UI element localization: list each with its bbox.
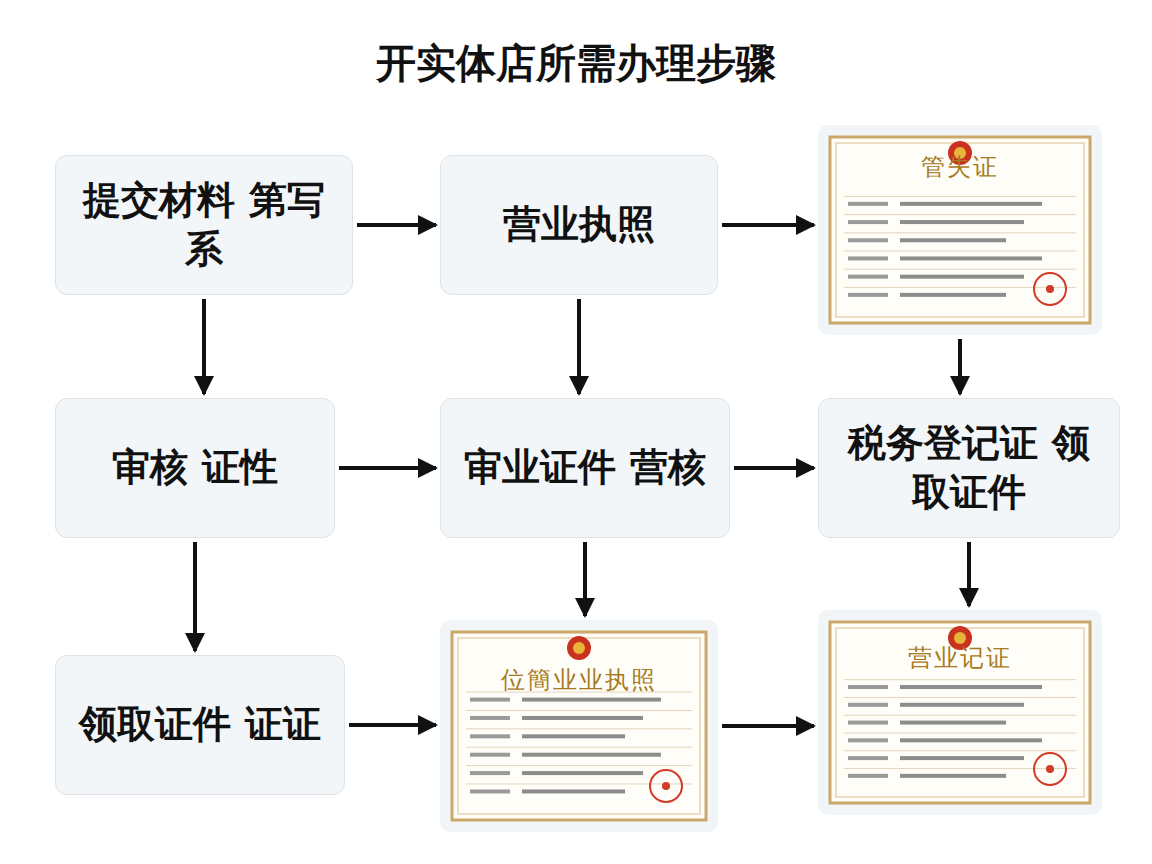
certificate-image: 营业记证 xyxy=(818,610,1102,815)
arrow-connector xyxy=(958,339,962,394)
certificate-image: 位簡业业执照 xyxy=(440,620,718,832)
certificate-heading: 营业记证 xyxy=(818,642,1102,674)
arrow-connector xyxy=(349,723,436,727)
arrow-connector xyxy=(722,724,814,728)
arrow-connector xyxy=(734,466,814,470)
box-label: 审核 证性 xyxy=(98,443,291,492)
process-box: 税务登记证 领取证件 xyxy=(818,398,1120,538)
arrow-connector xyxy=(577,299,581,394)
process-box: 领取证件 证证 xyxy=(55,655,345,795)
arrow-connector xyxy=(357,223,436,227)
box-label: 营业执照 xyxy=(489,200,669,249)
certificate-heading: 管失证 xyxy=(818,151,1102,183)
title: 开实体店所需办理步骤 xyxy=(0,36,1152,91)
arrow-connector xyxy=(967,542,971,606)
box-label: 税务登记证 领取证件 xyxy=(819,419,1119,518)
arrow-connector xyxy=(722,223,814,227)
arrow-connector xyxy=(583,542,587,616)
certificate-image: 管失证 xyxy=(818,125,1102,335)
arrow-connector xyxy=(339,466,436,470)
box-label: 提交材料 第写系 xyxy=(56,176,352,275)
box-label: 领取证件 证证 xyxy=(65,700,334,749)
process-box: 审核 证性 xyxy=(55,398,335,538)
arrow-connector xyxy=(193,542,197,651)
certificate-art xyxy=(818,610,1102,815)
certificate-art xyxy=(440,620,718,832)
process-box: 营业执照 xyxy=(440,155,718,295)
arrow-connector xyxy=(202,299,206,394)
process-box: 审业证件 营核 xyxy=(440,398,730,538)
process-box: 提交材料 第写系 xyxy=(55,155,353,295)
certificate-heading: 位簡业业执照 xyxy=(440,664,718,696)
box-label: 审业证件 营核 xyxy=(450,443,719,492)
